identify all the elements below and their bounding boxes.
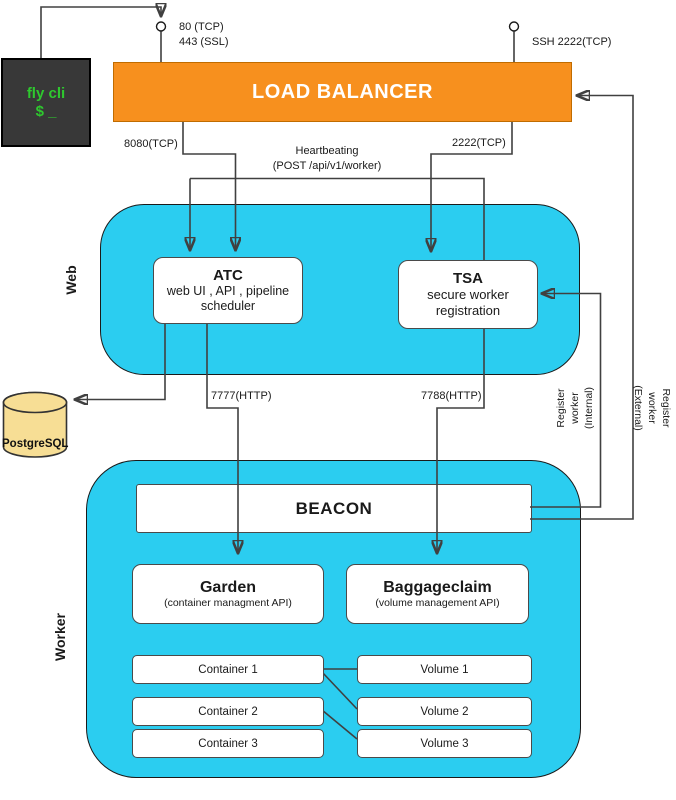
baggageclaim-subtitle: (volume management API) [375, 597, 500, 609]
web-group-label: Web [63, 265, 79, 295]
tsa-node: TSA secure worker registration [398, 260, 538, 329]
container-3-node: Container 3 [132, 729, 324, 758]
garden-port-label: 7777(HTTP) [211, 390, 272, 402]
load-balancer-label: LOAD BALANCER [252, 80, 433, 103]
edge-beacon-to-tsa-internal [530, 294, 602, 508]
baggageclaim-port-label: 7788(HTTP) [421, 390, 482, 402]
atc-title: ATC [213, 267, 243, 284]
edge-tsa-heartbeat-and-7788 [190, 177, 485, 553]
beacon-title: BEACON [295, 498, 373, 518]
edge-beacon-to-lb-external [530, 96, 634, 520]
beacon-node: BEACON [136, 484, 532, 533]
database-cylinder-icon [2, 391, 68, 458]
baggageclaim-title: Baggageclaim [383, 579, 492, 596]
atc-port-label: 8080(TCP) [124, 138, 178, 150]
tsa-subtitle: secure worker registration [427, 287, 509, 318]
volume-3-node: Volume 3 [357, 729, 532, 758]
garden-node: Garden (container managment API) [132, 564, 324, 624]
link-container1-volume2 [321, 671, 358, 710]
register-worker-external-label: Register worker (External) [632, 385, 672, 431]
lb-http-port-icon [155, 21, 167, 32]
fly-cli-terminal: fly cli $ _ [1, 58, 91, 147]
edge-flycli-to-lb [40, 7, 161, 58]
atc-node: ATC web UI , API , pipeline scheduler [153, 257, 303, 324]
volume-2-node: Volume 2 [357, 697, 532, 726]
container-1-node: Container 1 [132, 655, 324, 684]
load-balancer-node: LOAD BALANCER [113, 62, 572, 122]
edge-atc-to-postgres [76, 322, 166, 400]
lb-ssh-port-icon [508, 21, 520, 32]
register-worker-internal-label: Register worker (Internal) [555, 387, 595, 430]
worker-group-label: Worker [52, 613, 68, 661]
lb-ssh-port-label: SSH 2222(TCP) [532, 36, 612, 48]
postgres-label: PostgreSQL [2, 438, 69, 450]
postgres-node: PostgreSQL [2, 391, 68, 459]
tsa-port-label: 2222(TCP) [452, 137, 506, 149]
fly-cli-prompt: $ _ [35, 103, 57, 120]
garden-title: Garden [199, 579, 256, 596]
edge-lb-to-tsa-2222 [431, 120, 513, 250]
fly-cli-title: fly cli [26, 85, 66, 102]
container-2-node: Container 2 [132, 697, 324, 726]
atc-subtitle: web UI , API , pipeline scheduler [166, 284, 290, 313]
tsa-title: TSA [453, 270, 483, 287]
garden-subtitle: (container managment API) [164, 597, 292, 609]
edge-lb-to-atc-8080 [182, 120, 236, 249]
edge-atc-to-garden-7777 [206, 322, 238, 552]
lb-http-port-label: 80 (TCP) 443 (SSL) [179, 21, 229, 48]
heartbeat-label: Heartbeating (POST /api/v1/worker) [272, 145, 382, 172]
link-container2-volume3 [321, 709, 358, 740]
volume-1-node: Volume 1 [357, 655, 532, 684]
baggageclaim-node: Baggageclaim (volume management API) [346, 564, 529, 624]
